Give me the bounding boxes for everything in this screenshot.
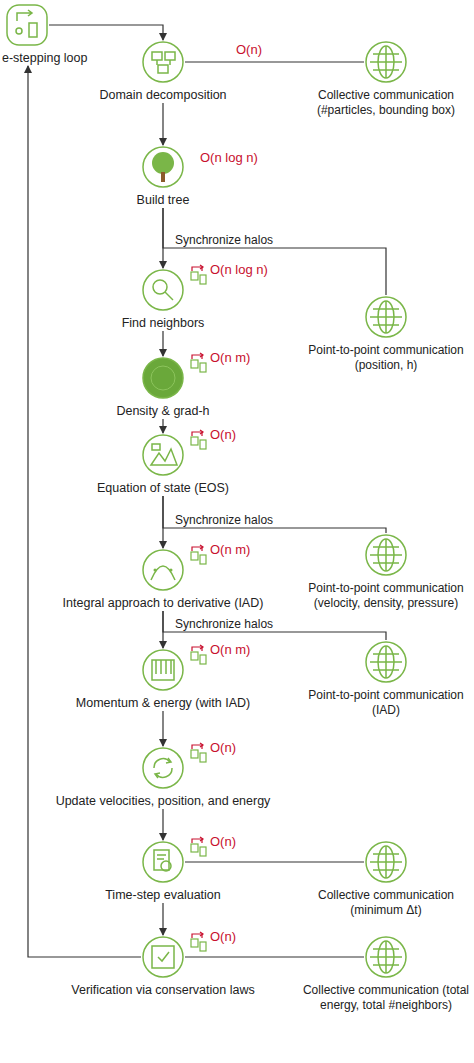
doc-icon bbox=[141, 840, 185, 884]
step-label: Build tree bbox=[43, 193, 283, 208]
complexity-label: O(n) bbox=[210, 929, 236, 944]
loop-icon bbox=[191, 743, 206, 762]
step-node: Density & grad-h bbox=[43, 356, 283, 419]
step-node: Find neighbors bbox=[43, 268, 283, 331]
cradle-icon bbox=[141, 648, 185, 692]
globe-icon bbox=[364, 640, 408, 684]
step-node: Verification via conservation laws bbox=[43, 935, 283, 998]
eos-icon bbox=[141, 433, 185, 477]
step-label: Collective communication (minimum Δt) bbox=[302, 888, 470, 918]
edge-label: Synchronize halos bbox=[173, 233, 275, 247]
connector bbox=[162, 419, 163, 433]
connector bbox=[162, 496, 163, 548]
tree-icon bbox=[141, 145, 185, 189]
connector bbox=[163, 208, 386, 295]
globe-icon bbox=[364, 40, 408, 84]
step-label: Update velocities, position, and energy bbox=[43, 794, 283, 809]
globe-icon bbox=[364, 935, 408, 979]
step-label: Point-to-point communication (IAD) bbox=[302, 688, 470, 718]
step-label: Verification via conservation laws bbox=[43, 983, 283, 998]
step-node: Update velocities, position, and energy bbox=[43, 746, 283, 809]
complexity-label: O(n log n) bbox=[210, 262, 268, 277]
connector bbox=[163, 496, 386, 533]
connector bbox=[49, 25, 163, 40]
complexity-label: O(n m) bbox=[210, 642, 250, 657]
communication-node: Collective communication (#particles, bo… bbox=[302, 40, 470, 118]
complexity-label: O(n) bbox=[210, 740, 236, 755]
curve-icon bbox=[141, 548, 185, 592]
complexity-label: O(n) bbox=[210, 427, 236, 442]
loop-icon bbox=[5, 3, 49, 47]
search-icon bbox=[141, 268, 185, 312]
monitor-icon bbox=[141, 40, 185, 84]
step-label: Density & grad-h bbox=[43, 404, 283, 419]
step-label: Time-step evaluation bbox=[43, 888, 283, 903]
step-label: Integral approach to derivative (IAD) bbox=[43, 596, 283, 611]
connector bbox=[28, 66, 141, 957]
connector bbox=[185, 956, 364, 957]
connector bbox=[185, 61, 364, 62]
connector bbox=[162, 903, 163, 935]
loop-icon bbox=[191, 430, 206, 449]
step-label: Momentum & energy (with IAD) bbox=[43, 696, 283, 711]
complexity-label: O(n log n) bbox=[200, 150, 258, 165]
loop-icon bbox=[191, 645, 206, 664]
step-node: Momentum & energy (with IAD) bbox=[43, 648, 283, 711]
edge-label: Synchronize halos bbox=[173, 513, 275, 527]
step-node: e-stepping loop bbox=[2, 3, 112, 66]
step-label: Point-to-point communication (position, … bbox=[302, 343, 470, 373]
loop-icon bbox=[191, 837, 206, 856]
loop-icon bbox=[191, 265, 206, 284]
complexity-label: O(n m) bbox=[210, 350, 250, 365]
globe-icon bbox=[364, 295, 408, 339]
communication-node: Point-to-point communication (IAD) bbox=[302, 640, 470, 718]
step-label: Point-to-point communication (velocity, … bbox=[302, 581, 470, 611]
communication-node: Point-to-point communication (position, … bbox=[302, 295, 470, 373]
complexity-label: O(n) bbox=[210, 834, 236, 849]
step-label: Collective communication (#particles, bo… bbox=[302, 88, 470, 118]
connector bbox=[162, 611, 163, 648]
connector bbox=[162, 208, 163, 268]
globe-icon bbox=[364, 840, 408, 884]
connector bbox=[162, 103, 163, 145]
communication-node: Collective communication (minimum Δt) bbox=[302, 840, 470, 918]
connector bbox=[185, 861, 364, 862]
connector bbox=[163, 611, 386, 640]
step-label: Collective communication (total energy, … bbox=[302, 983, 470, 1013]
complexity-label: O(n) bbox=[236, 42, 262, 57]
step-label: e-stepping loop bbox=[2, 51, 112, 66]
connector bbox=[162, 711, 163, 746]
communication-node: Point-to-point communication (velocity, … bbox=[302, 533, 470, 611]
step-node: Equation of state (EOS) bbox=[43, 433, 283, 496]
complexity-label: O(n m) bbox=[210, 542, 250, 557]
step-label: Find neighbors bbox=[43, 316, 283, 331]
step-label: Equation of state (EOS) bbox=[43, 481, 283, 496]
globe-icon bbox=[364, 533, 408, 577]
communication-node: Collective communication (total energy, … bbox=[302, 935, 470, 1013]
cycle-icon bbox=[141, 746, 185, 790]
loop-icon bbox=[191, 932, 206, 951]
loop-icon bbox=[191, 545, 206, 564]
connector bbox=[162, 331, 163, 356]
edge-label: Synchronize halos bbox=[173, 617, 275, 631]
step-node: Integral approach to derivative (IAD) bbox=[43, 548, 283, 611]
loop-icon bbox=[191, 353, 206, 372]
fill-icon bbox=[141, 356, 185, 400]
shield-icon bbox=[141, 935, 185, 979]
step-label: Domain decomposition bbox=[43, 88, 283, 103]
step-node: Time-step evaluation bbox=[43, 840, 283, 903]
connector bbox=[162, 809, 163, 840]
